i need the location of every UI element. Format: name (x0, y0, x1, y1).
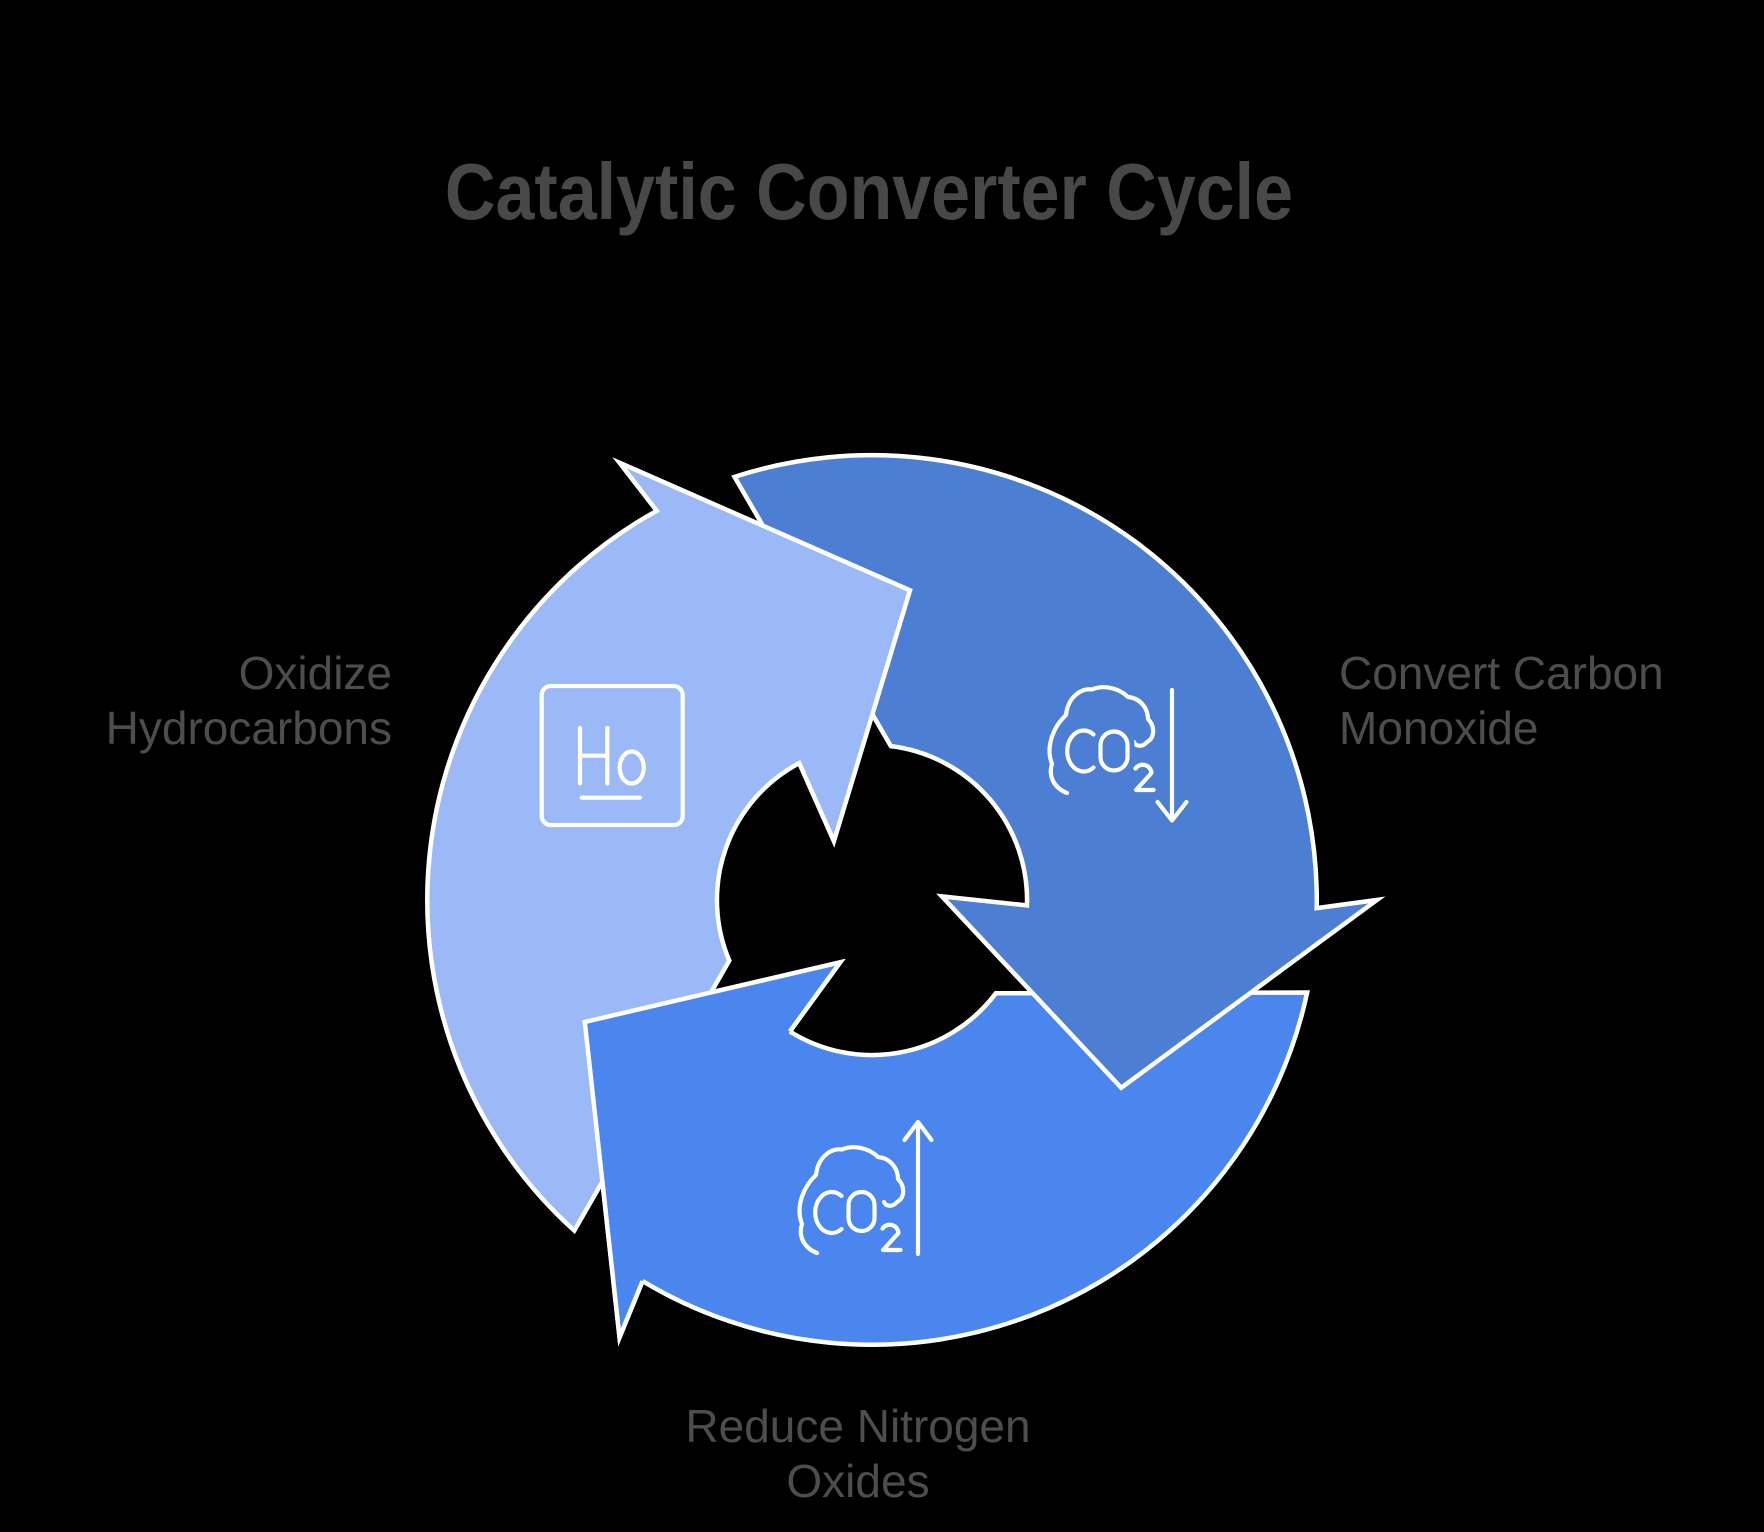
segment-label-oxidize-hydrocarbons: Oxidize Hydrocarbons (106, 646, 392, 756)
label-line: Oxidize (238, 647, 392, 699)
segment-label-reduce-nitrogen-oxides: Reduce Nitrogen Oxides (558, 1399, 1158, 1509)
letter-O-path (1098, 729, 1130, 773)
co2-cloud-increase-icon (797, 1119, 934, 1257)
label-line: Hydrocarbons (105, 702, 392, 754)
arrowhead-outline (582, 958, 846, 1347)
element-symbol-H-path (577, 725, 610, 786)
element-tile-border (539, 683, 685, 828)
co2-letters (813, 1189, 903, 1253)
cloud-outline (797, 1145, 906, 1256)
label-line: Convert Carbon (1339, 647, 1664, 699)
letter-2-path (880, 1222, 903, 1253)
letter-2-path (1133, 762, 1156, 793)
co2-cloud-decrease-icon (1047, 685, 1189, 823)
letter-C-path (813, 1189, 844, 1236)
holmium-element-tile-icon (539, 683, 685, 828)
label-line: Monoxide (1339, 702, 1539, 754)
element-symbol-o-path (617, 749, 646, 786)
down-arrow-icon (1155, 687, 1189, 823)
segment-label-convert-carbon-monoxide: Convert Carbon Monoxide (1339, 646, 1664, 756)
label-line: Oxides (786, 1455, 930, 1507)
arrow-shape (425, 457, 913, 1235)
letter-C-path (1065, 728, 1096, 774)
arrowhead-fill (584, 962, 841, 1338)
cycle-arrow-oxidize-hydrocarbons (425, 457, 913, 1235)
co2-letters (1065, 728, 1156, 793)
cloud-outline (1047, 685, 1156, 796)
cycle-arrowhead-overlay (582, 958, 846, 1347)
label-line: Reduce Nitrogen (685, 1400, 1031, 1452)
up-arrow-icon (902, 1119, 934, 1257)
page-title: Catalytic Converter Cycle (444, 147, 1294, 236)
letter-O-path (846, 1189, 877, 1234)
